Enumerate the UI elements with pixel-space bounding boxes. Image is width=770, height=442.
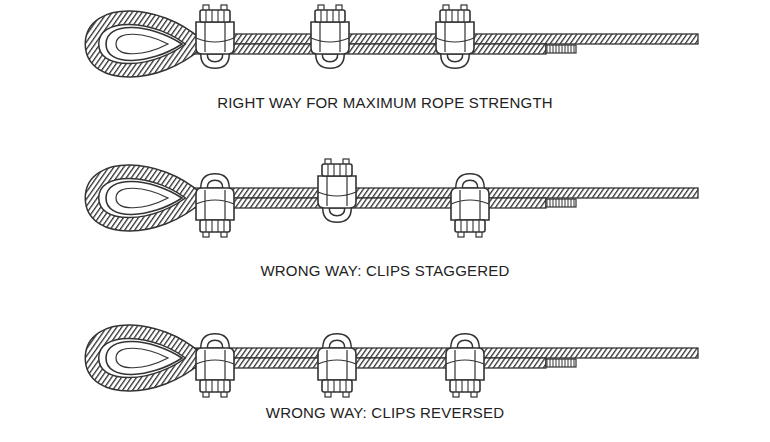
dead-end-rope bbox=[186, 44, 546, 54]
clip-saddle bbox=[446, 348, 484, 380]
hex-nut bbox=[450, 380, 480, 392]
rope-assembly bbox=[92, 332, 698, 397]
live-rope bbox=[186, 348, 698, 358]
clip-saddle bbox=[451, 190, 489, 220]
hex-nut bbox=[206, 220, 224, 232]
hex-nut bbox=[200, 10, 230, 22]
wire-rope-clip bbox=[451, 177, 489, 237]
wire-rope-clip bbox=[318, 337, 356, 397]
thimble bbox=[106, 27, 182, 60]
wire-rope-clip bbox=[318, 159, 356, 219]
wire-rope-clip bbox=[196, 177, 234, 237]
rope-eye bbox=[92, 172, 196, 225]
clip-saddle bbox=[436, 22, 474, 52]
thimble bbox=[116, 348, 168, 368]
caption-label: WRONG WAY: CLIPS STAGGERED bbox=[260, 262, 509, 280]
hex-nut bbox=[456, 380, 474, 392]
thimble bbox=[116, 188, 168, 208]
rope-serving bbox=[546, 359, 576, 367]
hex-nut bbox=[321, 10, 339, 22]
clip-saddle bbox=[196, 348, 234, 380]
hex-nut bbox=[322, 380, 352, 392]
hex-nut bbox=[328, 380, 346, 392]
live-rope bbox=[186, 188, 698, 198]
hex-nut bbox=[461, 220, 479, 232]
clip-saddle bbox=[318, 176, 356, 206]
hex-nut bbox=[200, 220, 230, 232]
hex-nut bbox=[455, 220, 485, 232]
clip-saddle bbox=[196, 22, 234, 52]
caption-label: RIGHT WAY FOR MAXIMUM ROPE STRENGTH bbox=[217, 94, 553, 112]
hex-nut bbox=[322, 164, 352, 176]
dead-end-rope bbox=[186, 198, 546, 208]
wire-rope-clip bbox=[196, 337, 234, 397]
hex-nut bbox=[315, 10, 345, 22]
hex-nut bbox=[206, 380, 224, 392]
rope-eye bbox=[92, 172, 196, 225]
clip-saddle bbox=[318, 176, 356, 208]
rope-eye bbox=[92, 332, 196, 385]
clip-saddle bbox=[318, 350, 356, 380]
clip-saddle bbox=[311, 22, 349, 52]
clip-saddle bbox=[451, 188, 489, 220]
hex-nut bbox=[328, 164, 346, 176]
rope-assembly bbox=[92, 159, 698, 237]
hex-nut bbox=[206, 10, 224, 22]
clip-saddle bbox=[446, 350, 484, 380]
rope-assembly bbox=[92, 5, 698, 70]
dead-end-rope bbox=[186, 358, 546, 368]
hex-nut bbox=[200, 380, 230, 392]
thimble bbox=[116, 34, 168, 54]
caption-label: WRONG WAY: CLIPS REVERSED bbox=[266, 404, 504, 422]
clip-saddle bbox=[311, 22, 349, 54]
wire-rope-clip bbox=[436, 5, 474, 65]
thimble bbox=[106, 181, 182, 214]
clip-saddle bbox=[318, 348, 356, 380]
wire-rope-clip bbox=[446, 337, 484, 397]
clip-saddle bbox=[196, 190, 234, 220]
rope-eye bbox=[92, 18, 196, 71]
clip-saddle bbox=[196, 188, 234, 220]
clip-saddle bbox=[196, 350, 234, 380]
clip-saddle bbox=[196, 22, 234, 54]
rope-eye bbox=[92, 18, 196, 71]
rope-serving bbox=[546, 45, 576, 53]
thimble bbox=[106, 341, 182, 374]
hex-nut bbox=[440, 10, 470, 22]
rope-serving bbox=[546, 199, 576, 207]
clip-saddle bbox=[436, 22, 474, 54]
wire-rope-clip bbox=[311, 5, 349, 65]
hex-nut bbox=[446, 10, 464, 22]
rope-eye bbox=[92, 332, 196, 385]
wire-rope-clip bbox=[196, 5, 234, 65]
